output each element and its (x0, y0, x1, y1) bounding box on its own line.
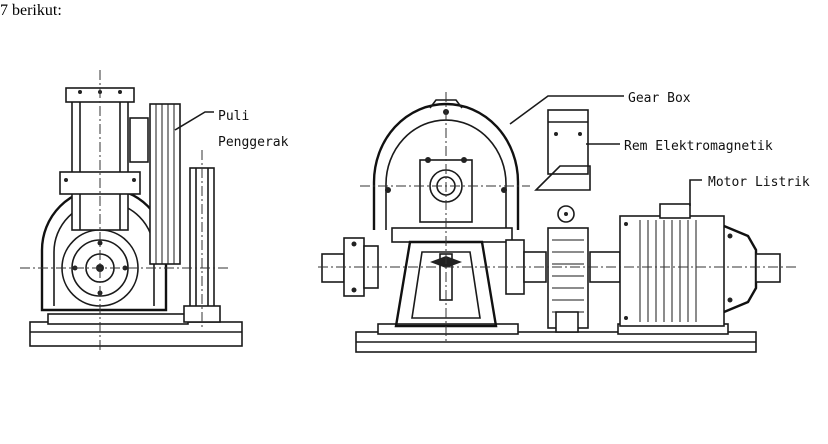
label-puli: Puli (218, 109, 249, 124)
electromagnetic-brake (534, 109, 591, 333)
label-rem-elektromagnetik: Rem Elektromagnetik (624, 139, 773, 154)
brake-magnet (547, 109, 589, 175)
side-view-machine (20, 70, 243, 350)
gear-box-pedestal (394, 240, 498, 328)
label-motor-listrik: Motor Listrik (708, 175, 810, 190)
side-base-plate (29, 321, 243, 347)
drive-pulley (149, 103, 181, 265)
gear-box-housing (372, 102, 520, 230)
front-view-machine (318, 92, 798, 353)
caption-text: 7 berikut: (0, 2, 62, 19)
label-gear-box: Gear Box (628, 91, 691, 106)
label-penggerak: Penggerak (218, 135, 289, 150)
electric-motor (619, 203, 781, 327)
